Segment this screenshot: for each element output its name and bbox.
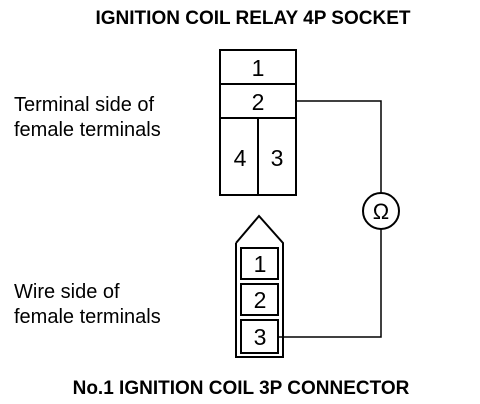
coil-cavity-2: [240, 283, 279, 316]
coil-side-label-line2: female terminals: [14, 306, 161, 328]
coil-cavity-1: [240, 247, 279, 280]
relay-side-label-line1: Terminal side of: [14, 94, 155, 116]
relay-socket-title: IGNITION COIL RELAY 4P SOCKET: [96, 8, 411, 29]
relay-pin-1: 1: [252, 55, 265, 81]
relay-pin-4: 4: [234, 145, 247, 171]
coil-pin-1: 1: [254, 251, 267, 277]
coil-pin-3: 3: [254, 324, 267, 350]
lead-meter-to-coil-pin3: [278, 229, 382, 338]
relay-pin-2: 2: [252, 89, 265, 115]
ohm-symbol: Ω: [373, 199, 389, 224]
ohmmeter-circle: [362, 192, 400, 230]
coil-side-label-line1: Wire side of: [14, 281, 120, 303]
relay-pin-3: 3: [271, 145, 284, 171]
relay-side-label-line2: female terminals: [14, 119, 161, 141]
coil-pin-2: 2: [254, 287, 267, 313]
ohmmeter-icon: Ω: [362, 192, 400, 230]
coil-connector-title: No.1 IGNITION COIL 3P CONNECTOR: [73, 378, 410, 399]
relay-4p-socket: [219, 49, 297, 196]
test-leads: [278, 100, 382, 338]
connector-pointed-top: [235, 214, 284, 358]
lead-relay-pin2-to-meter: [296, 100, 382, 193]
